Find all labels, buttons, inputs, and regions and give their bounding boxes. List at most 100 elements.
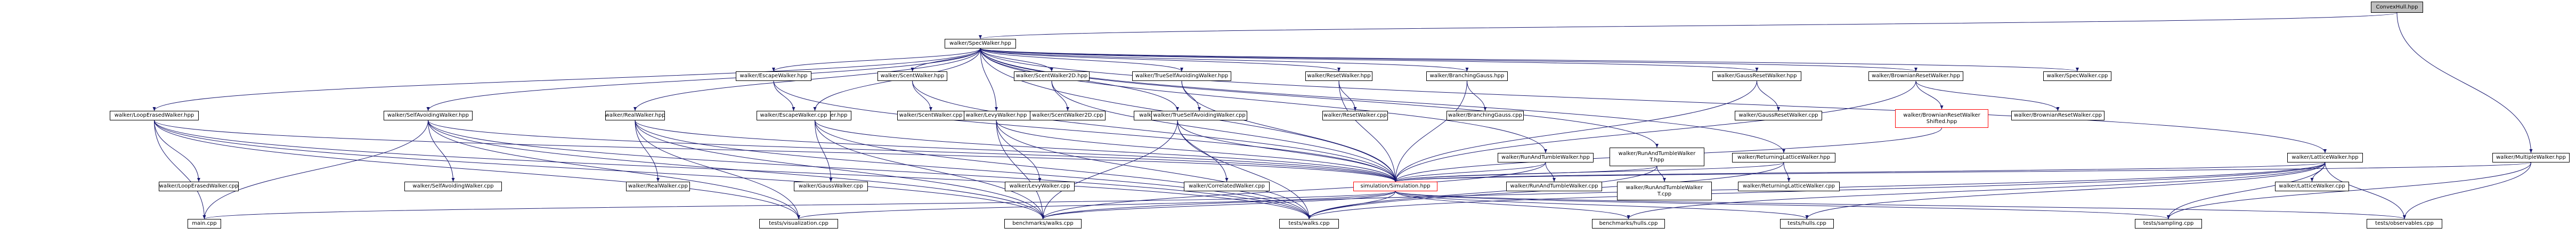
edge-escape-to-escapecpp: [773, 80, 795, 111]
node-correlatedcpp[interactable]: walker/CorrelatedWalker.cpp: [1184, 182, 1270, 191]
node-testvis[interactable]: tests/visualization.cpp: [759, 219, 838, 229]
node-gaussreset[interactable]: walker/GaussResetWalker.hpp: [1712, 71, 1801, 81]
edge-runtumble-to-benchwalks: [1041, 162, 1546, 219]
edge-runtumble-to-runtumblecpp: [1545, 162, 1556, 182]
edge-scent2d-to-simulation: [1051, 80, 1397, 182]
node-loop[interactable]: walker/LoopErasedWalker.hpp: [110, 111, 199, 120]
node-testhulls[interactable]: tests/hulls.cpp: [1780, 219, 1834, 229]
edge-lattice-to-simulation: [1394, 162, 2326, 182]
node-levy[interactable]: walker/LevyWalker.hpp: [961, 111, 1032, 120]
node-real[interactable]: walker/RealWalker.hpp: [605, 111, 665, 120]
edge-spec-to-scent: [911, 48, 981, 72]
edge-spec-to-retlattice: [980, 48, 1785, 153]
node-branchingcpp[interactable]: walker/BranchingGauss.cpp: [1447, 111, 1524, 120]
edge-spec-to-loop: [152, 48, 981, 111]
edge-simulation-to-testsampling: [1395, 191, 2170, 219]
node-loopcpp[interactable]: walker/LoopErasedWalker.cpp: [159, 182, 239, 191]
edge-spec-to-branching: [980, 48, 1469, 72]
node-gaussresetcpp[interactable]: walker/GaussResetWalker.cpp: [1735, 111, 1822, 120]
node-levycpp[interactable]: walker/LevyWalker.cpp: [1005, 182, 1075, 191]
edge-spec-to-lattice: [980, 48, 2327, 153]
node-scent[interactable]: walker/ScentWalker.hpp: [877, 71, 947, 81]
edge-real-to-testwalks: [635, 120, 1311, 219]
edge-root-to-multiple: [2396, 12, 2533, 153]
node-maincpp[interactable]: main.cpp: [188, 219, 221, 229]
edge-levy-to-simulation: [996, 120, 1397, 182]
edge-branching-to-simulation: [1394, 80, 1467, 182]
edge-brownreset-to-simulation: [1394, 80, 1916, 182]
node-runtumble[interactable]: walker/RunAndTumbleWalker.hpp: [1498, 153, 1594, 162]
node-realcpp[interactable]: walker/RealWalker.cpp: [626, 182, 690, 191]
node-escapecpp[interactable]: walker/EscapeWalker.cpp: [757, 111, 831, 120]
edge-brownreset-to-brownshifted: [1915, 80, 1944, 110]
edge-runtumble-to-simulation: [1394, 162, 1546, 182]
node-truesawcpp[interactable]: walker/TrueSelfAvoidingWalker.cpp: [1151, 111, 1247, 120]
node-scentcpp[interactable]: walker/ScentWalker.cpp: [897, 111, 964, 120]
node-escape[interactable]: walker/EscapeWalker.hpp: [736, 71, 811, 81]
edge-loop-to-testwalks: [154, 120, 1311, 219]
node-benchwalks[interactable]: benchmarks/walks.cpp: [1004, 219, 1082, 229]
node-multiple[interactable]: walker/MultipleWalker.hpp: [2492, 153, 2570, 162]
node-truesaw[interactable]: walker/TrueSelfAvoidingWalker.hpp: [1132, 71, 1231, 81]
edge-simulation-to-maincpp: [203, 191, 1396, 219]
edge-saw-to-testwalks: [428, 120, 1311, 219]
edge-spec-to-gaussreset: [980, 48, 1759, 72]
edge-spec-to-levy: [980, 48, 998, 111]
edge-spec-to-speccpp: [980, 48, 2079, 72]
node-retlatticecpp[interactable]: walker/ReturningLatticeWalker.cpp: [1738, 182, 1840, 191]
edge-retlattice-to-simulation: [1394, 162, 1784, 182]
edge-simulation-to-testobs: [1395, 191, 2406, 219]
node-testobs[interactable]: tests/observables.cpp: [2367, 219, 2442, 229]
node-simulation[interactable]: simulation/Simulation.hpp: [1353, 182, 1437, 191]
node-benchhulls[interactable]: benchmarks/hulls.cpp: [1592, 219, 1665, 229]
edge-spec-to-runtumblet: [980, 48, 1659, 148]
node-speccpp[interactable]: walker/SpecWalker.cpp: [2043, 71, 2111, 81]
edge-simulation-to-testhulls: [1395, 191, 1809, 219]
edge-correlated-to-benchwalks: [1041, 120, 1178, 219]
node-brownreset[interactable]: walker/BrownianResetWalker.hpp: [1868, 71, 1963, 81]
node-root[interactable]: ConvexHull.hpp: [2371, 2, 2423, 13]
node-spec[interactable]: walker/SpecWalker.hpp: [945, 39, 1016, 48]
node-brownresetcpp[interactable]: walker/BrownianResetWalker.cpp: [2011, 111, 2104, 120]
edge-real-to-testvis: [635, 120, 800, 219]
node-label-line: T.cpp: [1657, 191, 1672, 197]
edge-simulation-to-testvis: [797, 191, 1396, 219]
edge-levy-to-testwalks: [996, 120, 1311, 219]
node-latticecpp[interactable]: walker/LatticeWalker.cpp: [2275, 182, 2349, 191]
edge-real-to-simulation: [635, 120, 1397, 182]
node-scent2d[interactable]: walker/ScentWalker2D.hpp: [1014, 71, 1090, 81]
node-testwalks[interactable]: tests/walks.cpp: [1279, 219, 1339, 229]
node-saw[interactable]: walker/SelfAvoidingWalker.hpp: [384, 111, 473, 120]
node-label-line: Shifted.hpp: [1926, 118, 1957, 125]
edge-gauss-to-simulation: [815, 120, 1397, 182]
edge-root-to-spec: [979, 12, 2398, 39]
edge-real-to-benchwalks: [635, 120, 1045, 219]
node-gausscpp[interactable]: walker/GaussWalker.cpp: [794, 182, 868, 191]
edge-spec-to-saw: [426, 48, 981, 111]
edge-simulation-to-testwalks: [1307, 191, 1396, 219]
edge-scent-to-scentcpp: [912, 80, 932, 111]
edge-simulation-to-benchwalks: [1041, 191, 1396, 219]
edge-lattice-to-testhulls: [1805, 162, 2326, 219]
edge-reset-to-resetcpp: [1338, 80, 1357, 111]
node-scent2dcpp[interactable]: walker/ScentWalker2D.cpp: [1030, 111, 1106, 120]
node-runtumblecpp[interactable]: walker/RunAndTumbleWalker.cpp: [1506, 182, 1602, 191]
node-branching[interactable]: walker/BranchingGauss.hpp: [1426, 71, 1508, 81]
node-label-line: walker/BrownianResetWalker: [1903, 112, 1980, 118]
edge-spec-to-truesaw: [980, 48, 1183, 72]
edge-saw-to-maincpp: [202, 120, 428, 219]
node-lattice[interactable]: walker/LatticeWalker.hpp: [2287, 153, 2363, 162]
edge-saw-to-simulation: [428, 120, 1397, 182]
edge-simulation-to-benchhulls: [1395, 191, 1630, 219]
edge-spec-to-brownreset: [980, 48, 1917, 72]
node-retlattice[interactable]: walker/ReturningLatticeWalker.hpp: [1732, 153, 1835, 162]
node-sawcpp[interactable]: walker/SelfAvoidingWalker.cpp: [404, 182, 502, 191]
node-resetcpp[interactable]: walker/ResetWalker.cpp: [1322, 111, 1388, 120]
edge-multiple-to-simulation: [1394, 162, 2531, 182]
node-reset[interactable]: walker/ResetWalker.hpp: [1305, 71, 1372, 81]
node-testsampling[interactable]: tests/sampling.cpp: [2135, 219, 2202, 229]
